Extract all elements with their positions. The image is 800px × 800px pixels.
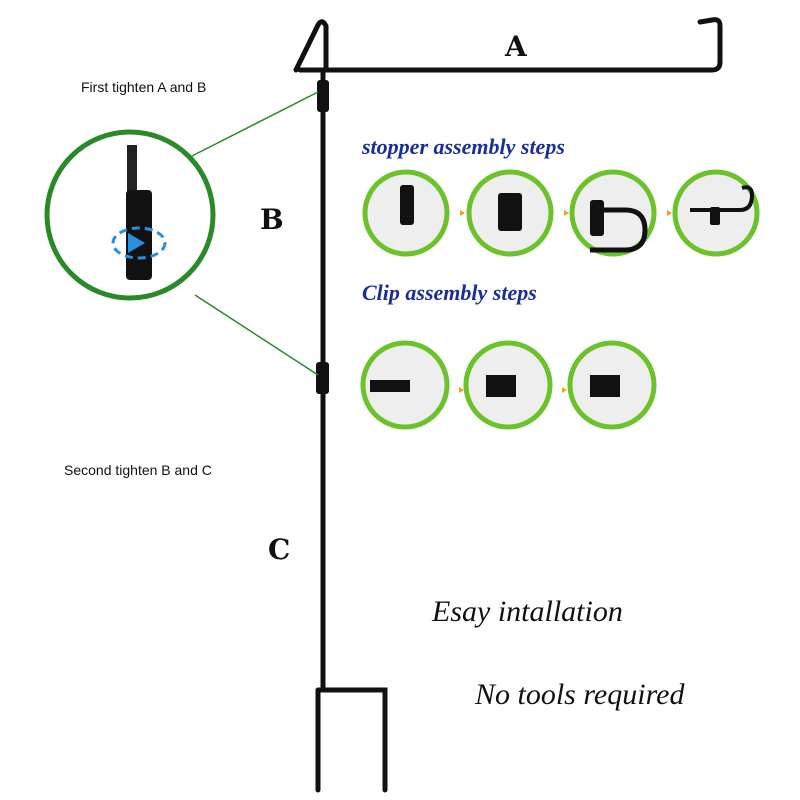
clip-heading: Clip assembly steps	[362, 280, 537, 305]
first-instruction: First tighten A and B	[81, 79, 207, 95]
label-b: B	[260, 203, 284, 236]
step-arrows	[451, 210, 672, 393]
stopper-steps	[362, 169, 760, 257]
label-c: C	[268, 533, 291, 566]
stopper-heading: stopper assembly steps	[362, 134, 565, 159]
easy-installation-text: Esay intallation	[432, 595, 623, 628]
second-instruction: Second tighten B and C	[64, 462, 212, 478]
no-tools-text: No tools required	[475, 678, 685, 711]
connector-bc	[316, 362, 329, 394]
connector-ab	[317, 80, 329, 112]
label-a: A	[505, 30, 527, 63]
detail-magnifier	[44, 129, 216, 301]
